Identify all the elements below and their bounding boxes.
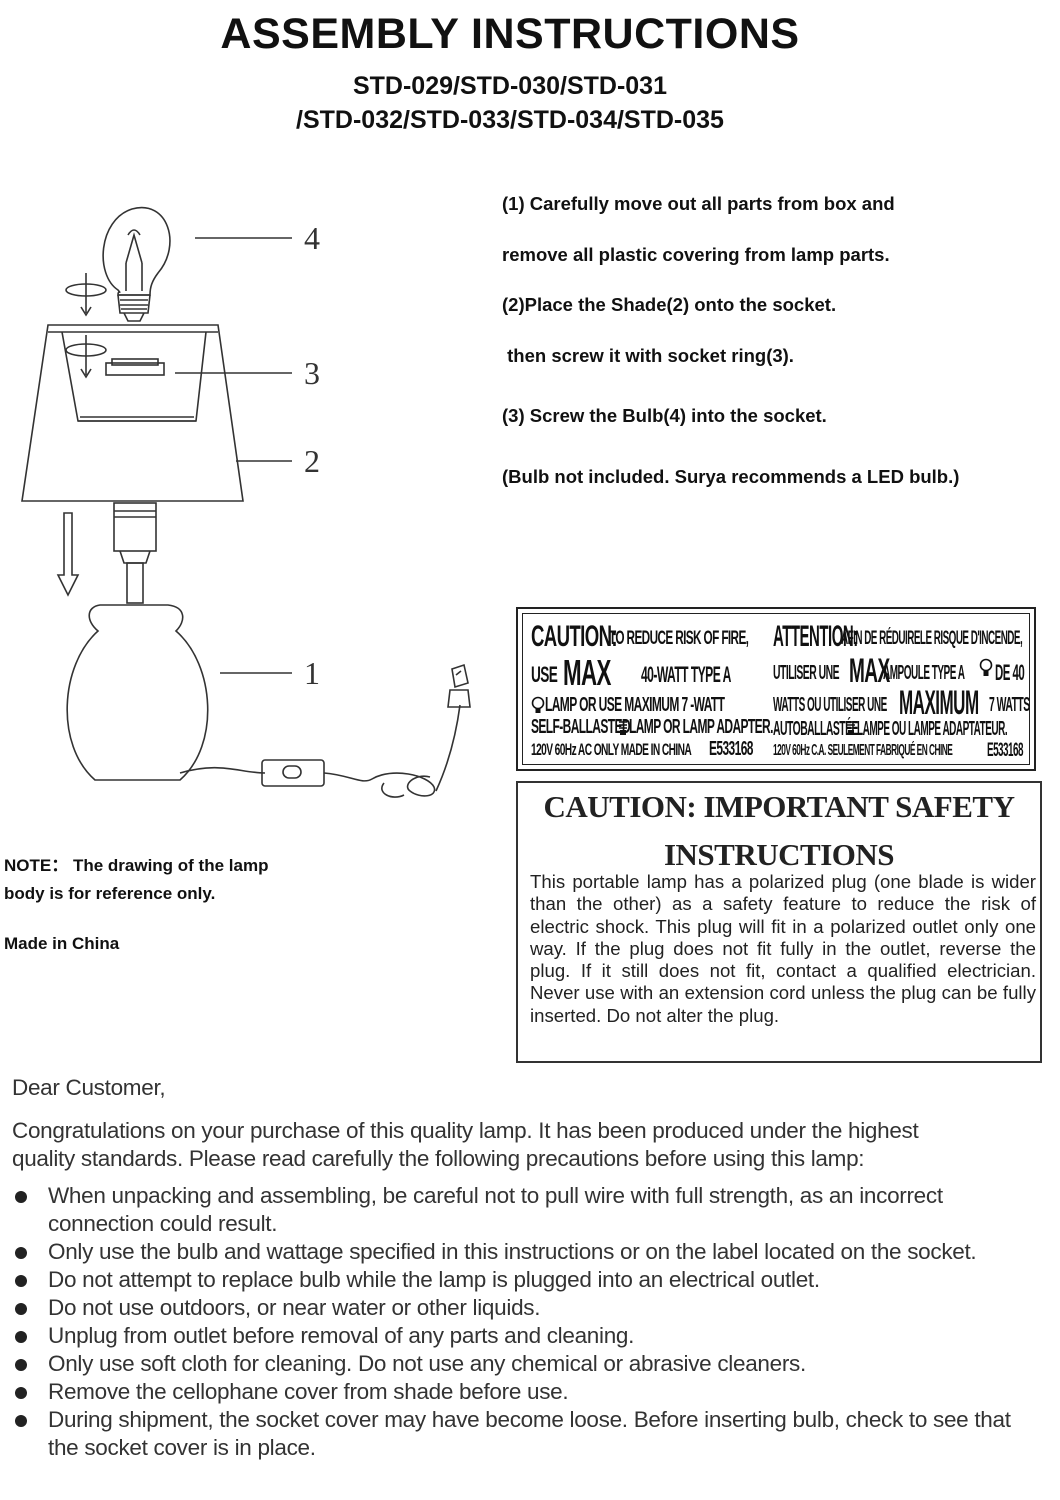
caution-en-wattage: 40-WATT TYPE A bbox=[641, 662, 731, 687]
caution-fr-use: UTILISER UNE bbox=[773, 662, 840, 684]
caution-en-use: USE bbox=[531, 662, 558, 687]
caution-heading-fr: ATTENTION: bbox=[773, 620, 858, 653]
down-arrow-icon bbox=[56, 512, 80, 597]
caution-fr-max: MAX bbox=[849, 652, 890, 690]
list-item: Do not attempt to replace bulb while the… bbox=[12, 1266, 1012, 1294]
step-3: (3) Screw the Bulb(4) into the socket. bbox=[502, 405, 827, 426]
bulb-icon-fr bbox=[979, 658, 993, 676]
caution-fr-line-1: AFIN DE RÉDUIRELE RISQUE D'INCENDE, bbox=[841, 628, 1023, 649]
cfl-bulb-icon bbox=[619, 721, 627, 735]
lamp-assembly-diagram: 4 3 2 1 bbox=[21, 206, 471, 798]
caution-fr-maximum: MAXIMUM bbox=[899, 684, 979, 722]
bulb-drawing bbox=[102, 206, 171, 322]
note-line-2: body is for reference only. bbox=[4, 884, 216, 903]
rotate-arrow-ring bbox=[65, 335, 107, 379]
shade-drawing bbox=[21, 324, 244, 502]
power-cord-drawing bbox=[179, 663, 471, 798]
model-numbers-line-2: /STD-032/STD-033/STD-034/STD-035 bbox=[296, 106, 724, 134]
list-item: Remove the cellophane cover from shade b… bbox=[12, 1378, 1012, 1406]
callout-4: 4 bbox=[304, 220, 320, 256]
caution-en-max: MAX bbox=[563, 652, 611, 693]
list-item: When unpacking and assembling, be carefu… bbox=[12, 1182, 1012, 1238]
made-in-china: Made in China bbox=[4, 934, 120, 953]
letter-greeting: Dear Customer, bbox=[12, 1075, 166, 1100]
step-2-line-2: then screw it with socket ring(3). bbox=[502, 345, 794, 366]
caution-en-line-4: SELF-BALLASTED bbox=[531, 716, 631, 738]
caution-fr-line-3: WATTS OU UTILISER UNE bbox=[773, 694, 887, 716]
callout-2: 2 bbox=[304, 443, 320, 479]
caution-en-line-4b: LAMP OR LAMP ADAPTER. bbox=[629, 716, 773, 738]
step-2-line-1: (2)Place the Shade(2) onto the socket. bbox=[502, 294, 837, 315]
cfl-bulb-icon-fr bbox=[847, 721, 855, 735]
caution-fr-line-2: AMPOULE TYPE A bbox=[883, 662, 965, 684]
step-1-line-1: (1) Carefully move out all parts from bo… bbox=[502, 193, 895, 214]
callout-1: 1 bbox=[304, 655, 320, 691]
caution-fr-de40: DE 40 bbox=[995, 660, 1025, 685]
list-item: During shipment, the socket cover may ha… bbox=[12, 1406, 1012, 1462]
caution-en-code: E533168 bbox=[709, 738, 753, 760]
bulb-icon bbox=[531, 696, 545, 713]
rotate-arrow-bulb bbox=[65, 273, 107, 317]
socket-drawing bbox=[113, 502, 157, 604]
safety-title-line-1: CAUTION: IMPORTANT SAFETY bbox=[543, 789, 1015, 824]
list-item: Unplug from outlet before removal of any… bbox=[12, 1322, 1012, 1350]
list-item: Only use soft cloth for cleaning. Do not… bbox=[12, 1350, 1012, 1378]
caution-heading-en: CAUTION: bbox=[531, 620, 618, 653]
precautions-list: When unpacking and assembling, be carefu… bbox=[12, 1182, 1012, 1462]
caution-fr-line-5: 120V 60Hz C.A. SEULEMENT FABRIQUÉ EN CHI… bbox=[773, 742, 953, 759]
safety-title-line-2: INSTRUCTIONS bbox=[663, 837, 895, 872]
model-numbers-line-1: STD-029/STD-030/STD-031 bbox=[352, 72, 667, 100]
bulb-note: (Bulb not included. Surya recommends a L… bbox=[502, 466, 960, 487]
safety-instructions-box: CAUTION: IMPORTANT SAFETY INSTRUCTIONS T… bbox=[516, 781, 1042, 1063]
step-1-line-2: remove all plastic covering from lamp pa… bbox=[502, 244, 890, 265]
caution-en-line-5: 120V 60Hz AC ONLY MADE IN CHINA bbox=[531, 740, 692, 759]
caution-fr-line-4: AUTOBALLASTÉE bbox=[773, 718, 858, 740]
list-item: Do not use outdoors, or near water or ot… bbox=[12, 1294, 1012, 1322]
caution-fr-code: E533168 bbox=[987, 740, 1023, 761]
letter-intro-line-1: Congratulations on your purchase of this… bbox=[12, 1118, 919, 1143]
list-item: Only use the bulb and wattage specified … bbox=[12, 1238, 1012, 1266]
callout-3: 3 bbox=[304, 355, 320, 391]
caution-en-line-1: TO REDUCE RISK OF FIRE, bbox=[609, 628, 749, 649]
caution-fr-line-4b: LAMPE OU LAMPE ADAPTATEUR. bbox=[857, 718, 1008, 740]
safety-body: This portable lamp has a polarized plug … bbox=[530, 871, 1036, 1026]
lamp-base-drawing bbox=[66, 604, 209, 781]
document-title: ASSEMBLY INSTRUCTIONS bbox=[220, 10, 800, 58]
socket-ring-drawing bbox=[105, 358, 165, 376]
caution-fr-7watts: 7 WATTS bbox=[989, 694, 1030, 716]
caution-en-line-3: LAMP OR USE MAXIMUM 7 -WATT bbox=[545, 694, 725, 716]
fire-caution-label: CAUTION: TO REDUCE RISK OF FIRE, USE MAX… bbox=[516, 607, 1036, 771]
note-line-1: NOTE： The drawing of the lamp bbox=[4, 856, 269, 875]
letter-intro-line-2: quality standards. Please read carefully… bbox=[12, 1146, 865, 1171]
